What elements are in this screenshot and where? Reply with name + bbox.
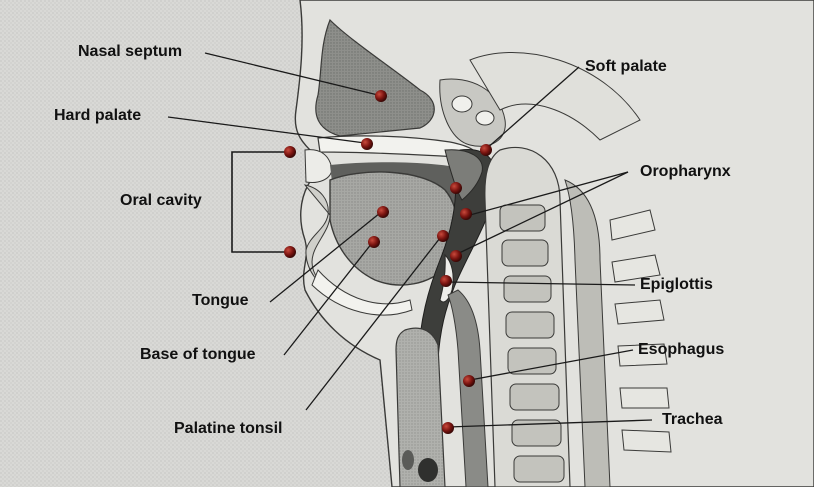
marker-base-of-tongue: [368, 236, 380, 248]
label-palatine-tonsil: Palatine tonsil: [174, 420, 282, 438]
label-hard-palate: Hard palate: [54, 107, 141, 125]
marker-tongue: [377, 206, 389, 218]
marker-trachea: [442, 422, 454, 434]
cervical-spine: [485, 147, 570, 487]
marker-oral-cavity-top: [284, 146, 296, 158]
marker-oropharynx-upper: [450, 182, 462, 194]
label-epiglottis: Epiglottis: [640, 276, 713, 294]
label-oral-cavity: Oral cavity: [120, 192, 202, 210]
label-base-of-tongue: Base of tongue: [140, 346, 256, 364]
marker-oral-cavity-bottom: [284, 246, 296, 258]
marker-soft-palate: [480, 144, 492, 156]
marker-esophagus: [463, 375, 475, 387]
label-oropharynx: Oropharynx: [640, 163, 731, 181]
label-tongue: Tongue: [192, 292, 249, 310]
label-soft-palate: Soft palate: [585, 58, 667, 76]
label-esophagus: Esophagus: [638, 341, 724, 359]
marker-oropharynx-middle: [460, 208, 472, 220]
marker-hard-palate: [361, 138, 373, 150]
marker-palatine-tonsil: [437, 230, 449, 242]
marker-epiglottis: [440, 275, 452, 287]
label-trachea: Trachea: [662, 411, 722, 429]
label-nasal-septum: Nasal septum: [78, 43, 182, 61]
marker-nasal-septum: [375, 90, 387, 102]
marker-oropharynx-lower: [450, 250, 462, 262]
